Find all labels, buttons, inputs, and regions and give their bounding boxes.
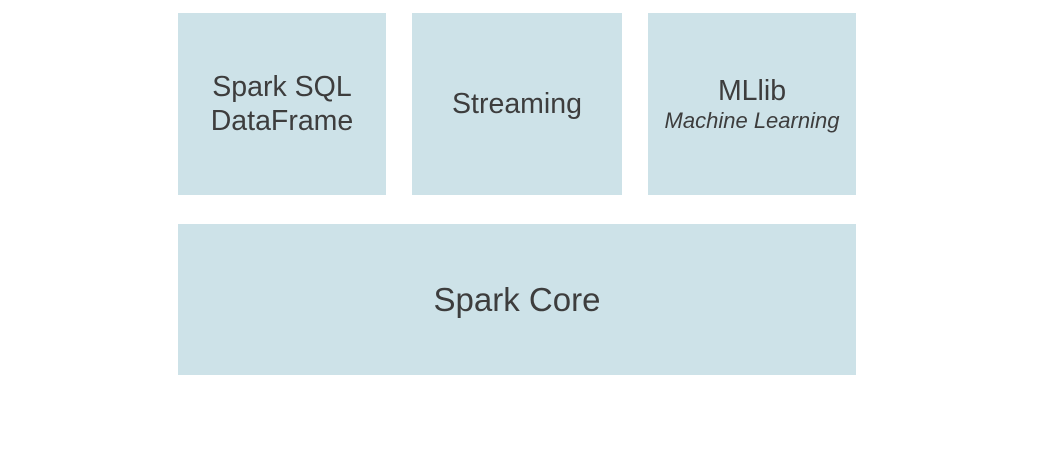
spark-sql-dataframe-label: Spark SQL DataFrame	[210, 71, 354, 137]
spark-core-label: Spark Core	[433, 280, 601, 318]
streaming-label: Streaming	[452, 88, 582, 120]
box-mllib: MLlib Machine Learning	[648, 13, 856, 195]
box-spark-core: Spark Core	[178, 224, 856, 375]
box-spark-sql-dataframe: Spark SQL DataFrame	[178, 13, 386, 195]
box-streaming: Streaming	[412, 13, 622, 195]
mllib-label: MLlib	[717, 75, 787, 107]
mllib-subtitle: Machine Learning	[664, 108, 840, 133]
